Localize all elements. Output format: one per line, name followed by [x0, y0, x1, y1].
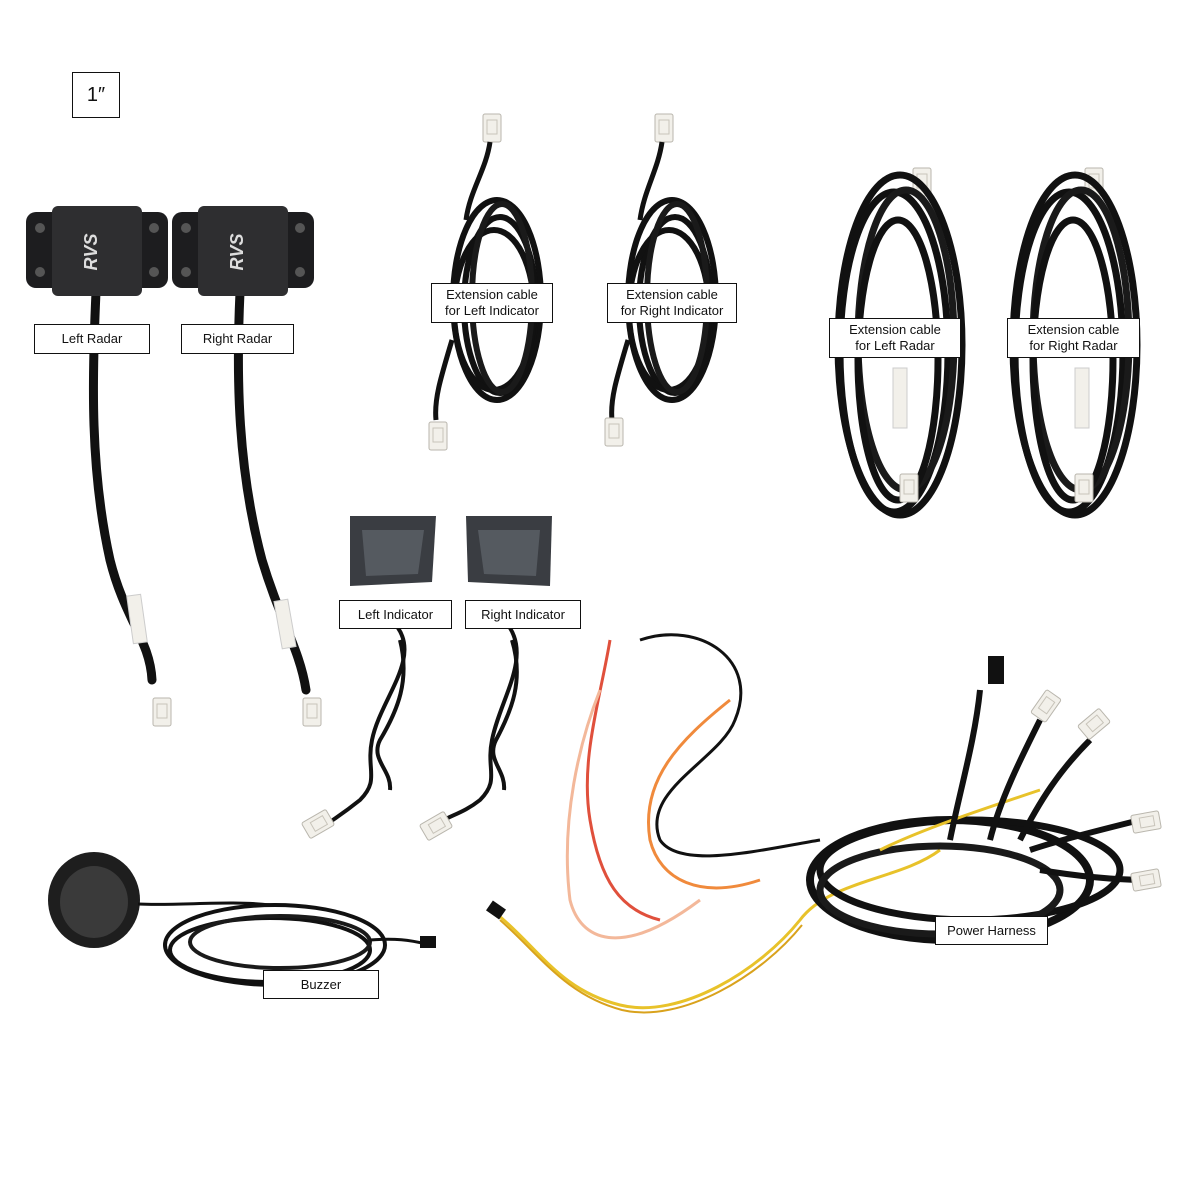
- right-indicator: [418, 516, 552, 842]
- buzzer: [48, 852, 436, 987]
- label-left-radar: Left Radar: [34, 324, 150, 354]
- label-left-indicator-text: Left Indicator: [357, 606, 434, 622]
- label-buzzer: Buzzer: [263, 970, 379, 999]
- label-ext-left-indicator-line1: Extension cable: [446, 287, 538, 302]
- label-right-indicator: Right Indicator: [465, 600, 581, 629]
- label-right-indicator-text: Right Indicator: [481, 606, 565, 622]
- scale-marker: 1″: [72, 72, 120, 118]
- left-indicator: [300, 516, 436, 840]
- ext-cable-left-indicator: [428, 113, 544, 451]
- label-ext-left-radar-line1: Extension cable: [849, 322, 941, 337]
- label-buzzer-text: Buzzer: [300, 976, 342, 992]
- right-radar-logo: RVS: [227, 233, 247, 270]
- label-left-radar-text: Left Radar: [61, 331, 123, 346]
- right-radar: RVS: [172, 206, 322, 727]
- label-ext-left-radar: Extension cable for Left Radar: [829, 318, 961, 358]
- left-radar: RVS: [26, 206, 172, 727]
- label-ext-right-indicator-line2: for Right Indicator: [620, 303, 724, 318]
- label-power-harness-text: Power Harness: [947, 922, 1036, 938]
- power-harness: [486, 633, 1162, 1014]
- label-left-indicator: Left Indicator: [339, 600, 452, 629]
- label-ext-left-indicator: Extension cable for Left Indicator: [431, 283, 553, 323]
- left-radar-logo: RVS: [81, 233, 101, 270]
- label-ext-right-radar: Extension cable for Right Radar: [1007, 318, 1140, 358]
- label-right-radar: Right Radar: [181, 324, 294, 354]
- label-ext-right-indicator-line1: Extension cable: [626, 287, 718, 302]
- label-ext-left-radar-line2: for Left Radar: [855, 338, 935, 353]
- label-right-radar-text: Right Radar: [202, 331, 273, 346]
- ext-cable-right-indicator: [604, 113, 719, 447]
- label-ext-right-indicator: Extension cable for Right Indicator: [607, 283, 737, 323]
- label-ext-right-radar-line2: for Right Radar: [1029, 338, 1118, 353]
- label-ext-left-indicator-line2: for Left Indicator: [445, 303, 539, 318]
- label-ext-right-radar-line1: Extension cable: [1027, 322, 1120, 337]
- label-power-harness: Power Harness: [935, 916, 1048, 945]
